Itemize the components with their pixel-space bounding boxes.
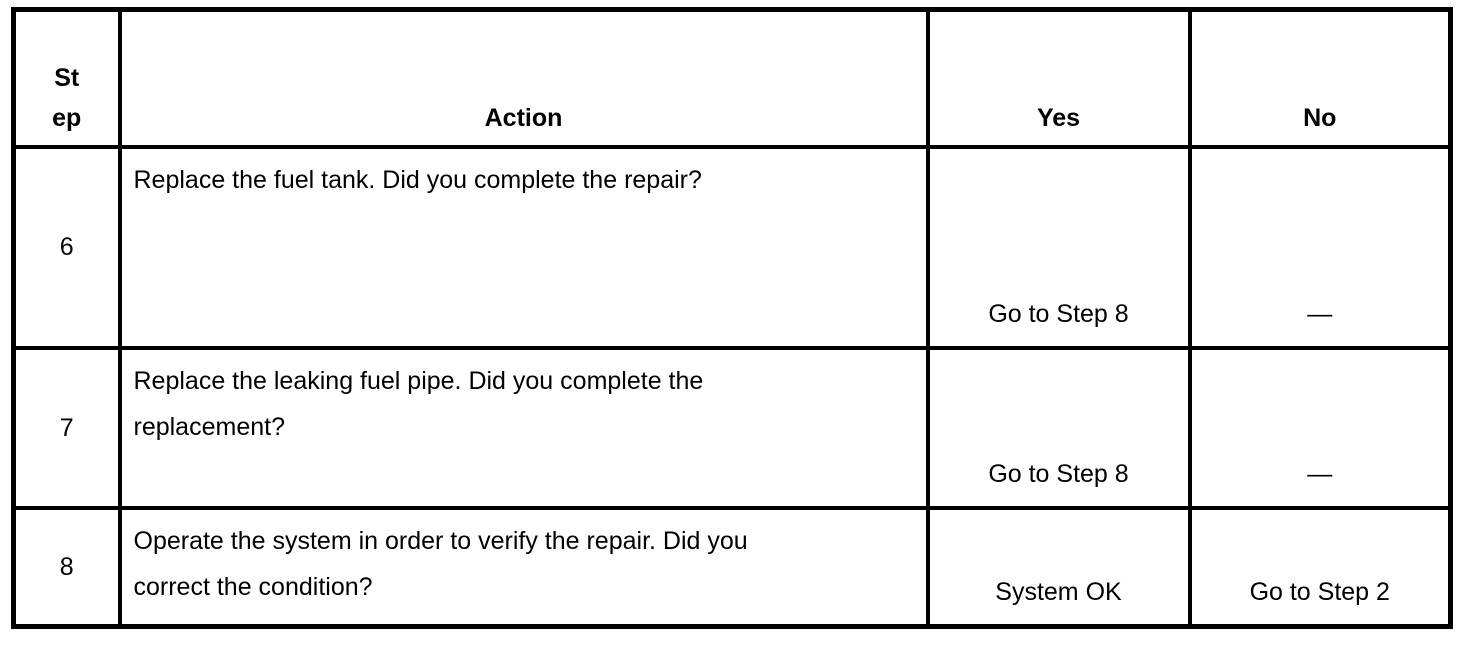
diagnostic-table: St ep Action Yes No 6 Replace the fuel t…: [11, 7, 1453, 629]
action-text: Operate the system in order to verify th…: [117, 505, 930, 629]
no-result: Go to Step 2: [1187, 505, 1453, 629]
column-header-action: Action: [117, 7, 930, 149]
step-number: 6: [11, 144, 122, 350]
column-header-step-label: St ep: [52, 63, 82, 132]
table-row-step-7: 7 Replace the leaking fuel pipe. Did you…: [11, 345, 1453, 510]
no-result: —: [1187, 144, 1453, 350]
step-number: 7: [11, 345, 122, 510]
column-header-step: St ep: [11, 7, 122, 149]
no-result: —: [1187, 345, 1453, 510]
column-header-no: No: [1187, 7, 1453, 149]
yes-result: System OK: [925, 505, 1192, 629]
column-header-yes: Yes: [925, 7, 1192, 149]
table-row-step-6: 6 Replace the fuel tank. Did you complet…: [11, 144, 1453, 350]
step-number: 8: [11, 505, 122, 629]
yes-result: Go to Step 8: [925, 144, 1192, 350]
table-row-step-8: 8 Operate the system in order to verify …: [11, 505, 1453, 629]
header-row: St ep Action Yes No: [11, 7, 1453, 149]
yes-result: Go to Step 8: [925, 345, 1192, 510]
action-text: Replace the leaking fuel pipe. Did you c…: [117, 345, 930, 510]
action-text: Replace the fuel tank. Did you complete …: [117, 144, 930, 350]
